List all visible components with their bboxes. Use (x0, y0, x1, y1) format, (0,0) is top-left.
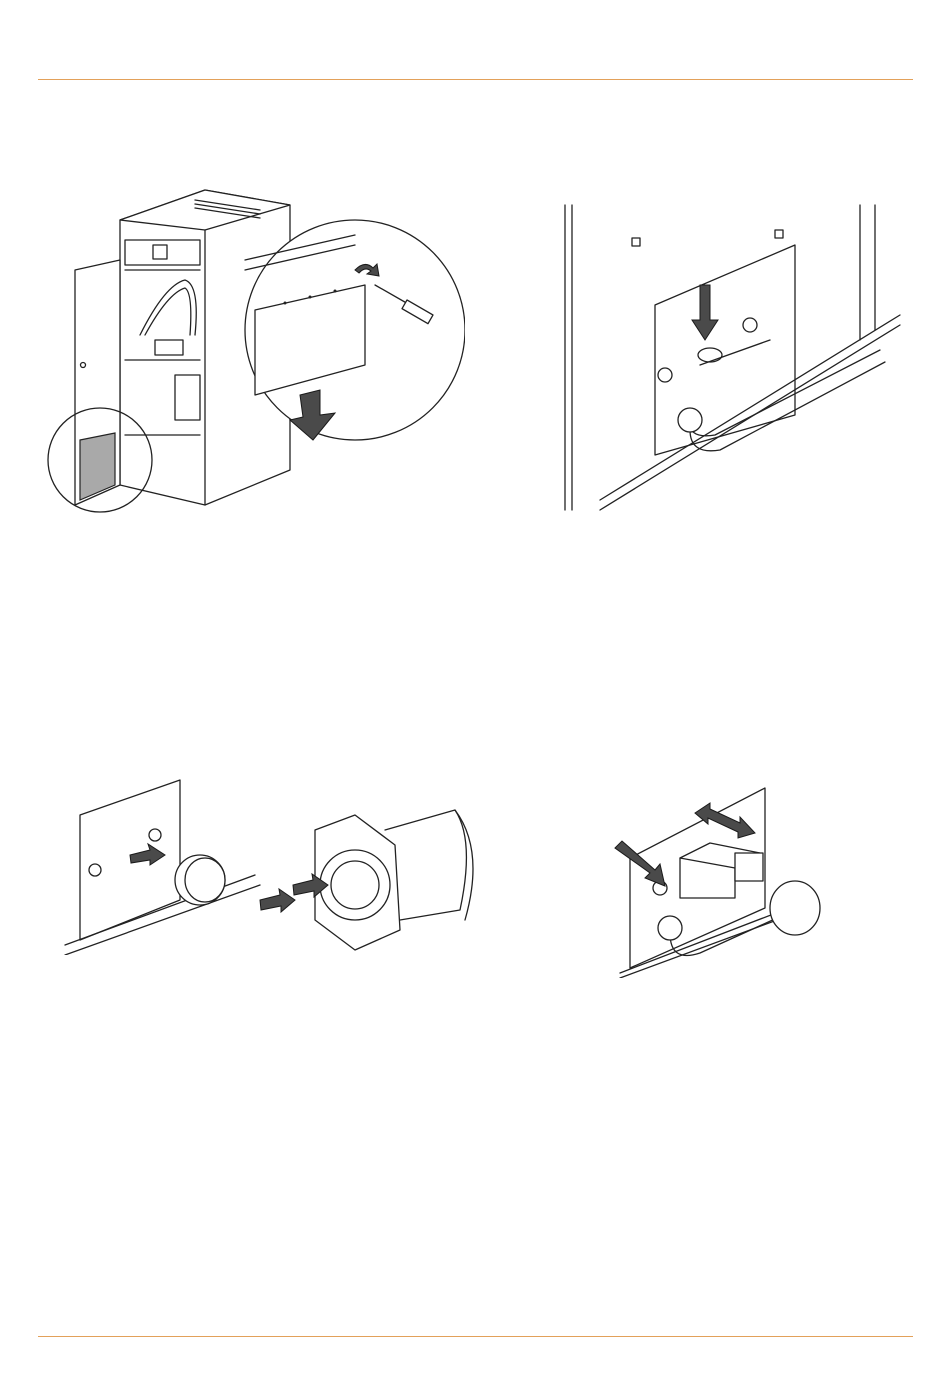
figure-burner-adjustment (610, 778, 825, 978)
footer-rule (38, 1336, 913, 1337)
right-arrow-icon (260, 889, 295, 912)
figure-stove-cover-removal (45, 185, 465, 525)
figure-burner-mounting-plate (540, 200, 910, 515)
figure-burner-flange-insertion (55, 770, 485, 955)
header-rule (38, 79, 913, 80)
